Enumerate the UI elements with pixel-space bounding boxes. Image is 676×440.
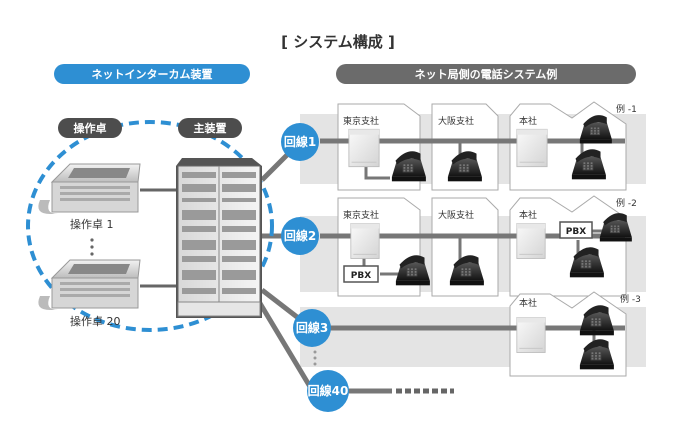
line-3-node: 回線3 — [293, 309, 331, 347]
right-section-label: ネット局側の電話システム例 — [415, 67, 558, 81]
pbx-label-tokyo: PBX — [351, 271, 371, 281]
line-2-node: 回線2 — [281, 217, 319, 255]
example-3-label: 例 -3 — [620, 293, 641, 305]
ex3-honsha-unit — [516, 317, 546, 353]
console-20-device — [38, 259, 141, 310]
main-unit-badge: 主装置 — [178, 118, 242, 138]
line-1-node: 回線1 — [281, 123, 319, 161]
pbx-label-honsha: PBX — [566, 227, 586, 237]
intercom-enclosure — [26, 120, 274, 332]
console-20-label: 操作卓 20 — [70, 314, 121, 328]
pbx-box-honsha: PBX — [559, 221, 593, 239]
left-section-label: ネットインターカム装置 — [92, 67, 213, 81]
diagram-title: [ システム構成 ] — [281, 33, 395, 51]
office-label-ex1-osaka: 大阪支社 — [438, 115, 474, 127]
pbx-box-tokyo: PBX — [343, 265, 379, 283]
line-ellipsis-dots — [313, 350, 317, 366]
ex1-tokyo-unit — [348, 128, 380, 168]
console-1-label: 操作卓 1 — [70, 217, 114, 231]
office-label-ex2-osaka: 大阪支社 — [438, 209, 474, 221]
main-unit-label: 主装置 — [194, 121, 227, 135]
console-group-label: 操作卓 — [74, 121, 107, 135]
line-40-node: 回線40 — [307, 370, 349, 412]
office-label-ex1-tokyo: 東京支社 — [343, 115, 379, 127]
ex2-honsha-unit — [516, 223, 546, 259]
office-label-ex2-tokyo: 東京支社 — [343, 209, 379, 221]
line-1-label: 回線1 — [284, 134, 316, 149]
office-osaka-ex1 — [431, 103, 499, 191]
example-1-label: 例 -1 — [616, 103, 637, 115]
line-3-label: 回線3 — [296, 320, 328, 335]
office-label-ex3-honsha: 本社 — [519, 297, 537, 309]
console-cables — [140, 188, 182, 288]
ex1-honsha-unit — [516, 128, 548, 168]
example-2-label: 例 -2 — [616, 197, 637, 209]
console-group-badge: 操作卓 — [58, 118, 122, 138]
console-ellipsis-dots — [90, 238, 94, 256]
main-unit-cabinet — [176, 158, 262, 318]
office-label-ex2-honsha: 本社 — [519, 209, 537, 221]
right-section-pill — [336, 64, 636, 84]
line-40-label: 回線40 — [308, 383, 349, 398]
office-label-ex1-honsha: 本社 — [519, 115, 537, 127]
office-osaka-ex2 — [431, 197, 499, 297]
ex2-tokyo-unit — [350, 223, 380, 259]
left-section-pill — [54, 64, 250, 84]
line-2-label: 回線2 — [284, 228, 316, 243]
console-1-device — [38, 163, 141, 214]
